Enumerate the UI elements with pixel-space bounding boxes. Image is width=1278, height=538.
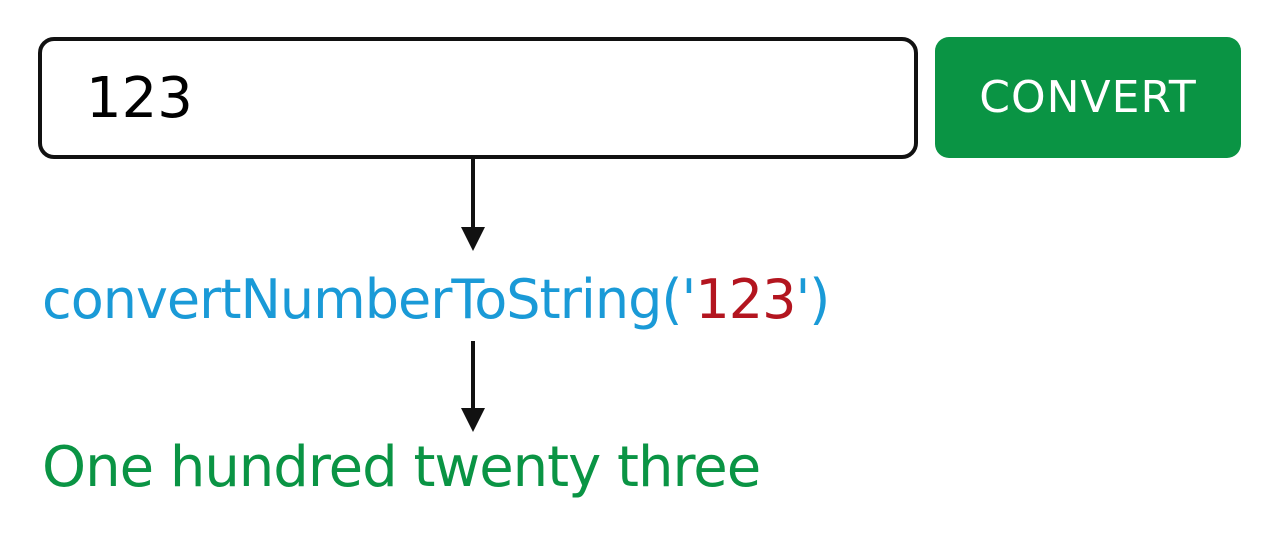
function-call-suffix: ')	[795, 268, 830, 331]
function-call-prefix: convertNumberToString('	[42, 268, 696, 331]
convert-button[interactable]: CONVERT	[935, 37, 1241, 158]
arrow-down-icon	[461, 159, 485, 251]
function-call-argument: 123	[695, 268, 796, 331]
number-input[interactable]	[38, 37, 918, 159]
function-call: convertNumberToString('123')	[42, 262, 830, 338]
arrow-down-icon	[461, 341, 485, 432]
result-text: One hundred twenty three	[42, 435, 761, 500]
